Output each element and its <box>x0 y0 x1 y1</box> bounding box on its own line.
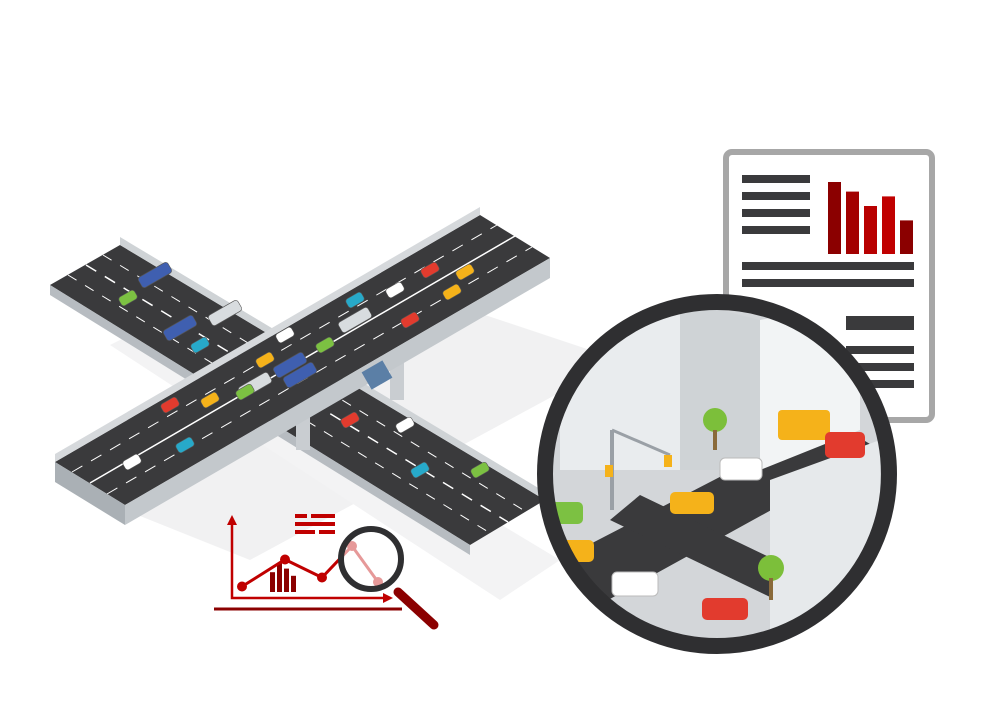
trend-point <box>280 554 290 565</box>
analytics-legend-lines <box>295 514 335 534</box>
truck <box>273 352 307 378</box>
trend-point <box>317 572 327 583</box>
magnified-intersection-icon <box>537 294 897 654</box>
car <box>275 326 295 344</box>
report-bar <box>882 196 895 254</box>
vehicles-layer <box>118 261 490 479</box>
car <box>395 416 415 434</box>
analytics-bar-chart <box>270 563 296 592</box>
car <box>400 311 420 329</box>
analytics-bar <box>270 572 275 592</box>
car <box>442 283 462 301</box>
report-bar <box>900 220 913 254</box>
analytics-bar <box>277 563 282 592</box>
car <box>190 336 210 354</box>
car <box>235 383 255 401</box>
car <box>420 261 440 279</box>
report-text-lines <box>742 175 914 388</box>
trend-point <box>237 581 247 592</box>
car <box>470 461 490 479</box>
car <box>200 391 220 409</box>
car <box>455 263 475 281</box>
analytics-bar <box>284 568 289 592</box>
truck <box>208 300 242 326</box>
report-bar <box>846 191 859 254</box>
car <box>315 336 335 354</box>
car <box>340 411 360 429</box>
analytics-magnifier-icon <box>214 514 439 630</box>
analytics-bar <box>291 575 296 592</box>
car <box>160 396 180 414</box>
car <box>175 436 195 454</box>
truck <box>338 307 372 333</box>
report-bar-chart <box>828 182 913 254</box>
report-bar <box>864 206 877 254</box>
car <box>118 289 138 307</box>
car <box>345 291 365 309</box>
car <box>385 281 405 299</box>
truck <box>283 362 317 388</box>
car <box>255 351 275 369</box>
report-bar <box>828 182 841 254</box>
car <box>410 461 430 479</box>
truck <box>138 262 172 288</box>
car <box>122 453 142 471</box>
truck <box>163 315 197 341</box>
